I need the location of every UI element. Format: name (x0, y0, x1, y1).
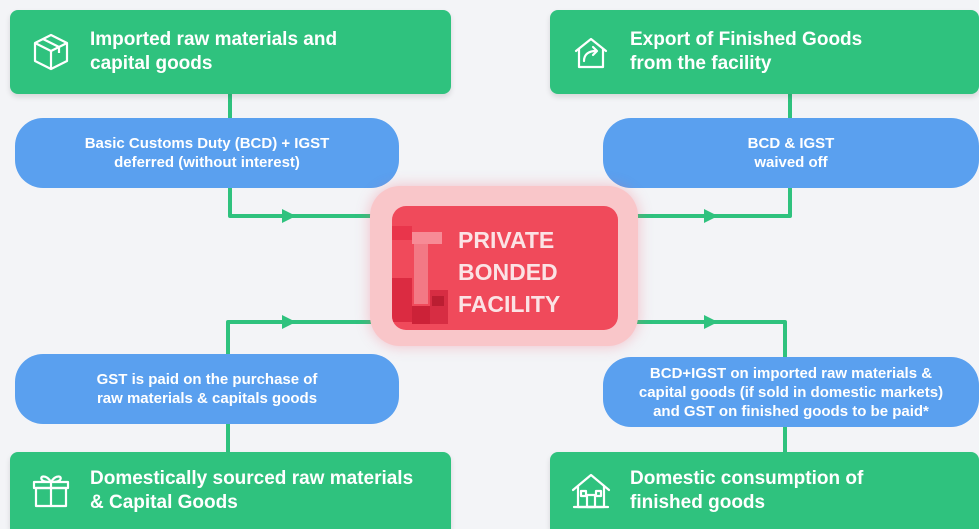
arrow-head-top-right (704, 209, 718, 223)
home-icon (571, 473, 611, 508)
bcd-igst-waived-label: BCD & IGST waived off (747, 135, 835, 171)
domestic-sourced-label: Domestically sourced raw materials & Cap… (90, 467, 414, 513)
arrow-head-bottom-right (704, 315, 718, 329)
gift-box-icon (32, 474, 70, 507)
package-box-icon (33, 33, 69, 71)
private-bonded-facility-box: PRIVATE BONDED FACILITY (392, 206, 618, 330)
imported-goods-label: Imported raw materials and capital goods (90, 29, 338, 74)
domestic-consumption-box: Domestic consumption of finished goods (550, 452, 979, 529)
bcd-igst-deferred-pill: Basic Customs Duty (BCD) + IGST deferred… (15, 118, 399, 188)
domestic-duties-pill: BCD+IGST on imported raw materials & cap… (603, 357, 979, 427)
domestic-duties-label: BCD+IGST on imported raw materials & cap… (638, 364, 944, 420)
domestic-sourced-box: Domestically sourced raw materials & Cap… (10, 452, 451, 529)
export-goods-box: Export of Finished Goods from the facili… (550, 10, 979, 94)
domestic-consumption-label: Domestic consumption of finished goods (630, 467, 864, 513)
bcd-igst-waived-pill: BCD & IGST waived off (603, 118, 979, 188)
warehouse-blocks-icon (392, 226, 448, 324)
export-house-icon (574, 37, 608, 69)
arrow-head-top-left (282, 209, 296, 223)
center-title: PRIVATE BONDED FACILITY (458, 227, 561, 317)
imported-goods-box: Imported raw materials and capital goods (10, 10, 451, 94)
export-goods-label: Export of Finished Goods from the facili… (630, 29, 863, 74)
bcd-igst-deferred-label: Basic Customs Duty (BCD) + IGST deferred… (84, 135, 330, 171)
arrow-head-bottom-left (282, 315, 296, 329)
gst-paid-label: GST is paid on the purchase of raw mater… (96, 371, 318, 407)
gst-paid-pill: GST is paid on the purchase of raw mater… (15, 354, 399, 424)
